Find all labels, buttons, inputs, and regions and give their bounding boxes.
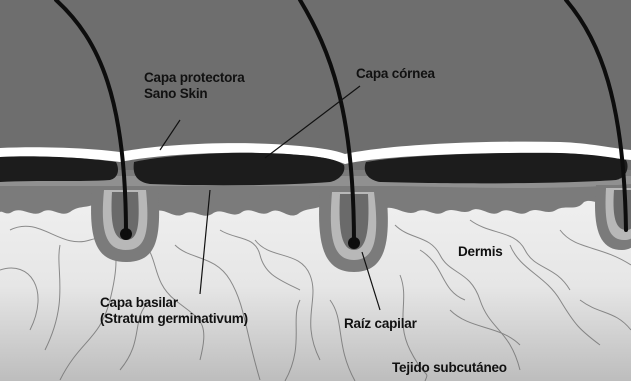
label-basal-layer: Capa basilar (Stratum germinativum)	[100, 295, 248, 327]
label-basal-layer-line1: Capa basilar	[100, 295, 248, 311]
label-protective-layer-line2: Sano Skin	[144, 86, 245, 102]
label-hair-root: Raíz capilar	[344, 316, 417, 332]
label-protective-layer: Capa protectora Sano Skin	[144, 70, 245, 102]
label-horny-layer-text: Capa córnea	[356, 66, 435, 82]
horny-layer	[0, 156, 118, 182]
label-basal-layer-line2: (Stratum germinativum)	[100, 311, 248, 327]
label-subcutaneous: Tejido subcutáneo	[392, 360, 507, 376]
label-dermis-text: Dermis	[458, 244, 503, 260]
label-hair-root-text: Raíz capilar	[344, 316, 417, 332]
label-subcutaneous-text: Tejido subcutáneo	[392, 360, 507, 376]
horny-layer-middle	[134, 153, 345, 186]
label-protective-layer-line1: Capa protectora	[144, 70, 245, 86]
label-dermis: Dermis	[458, 244, 503, 260]
label-horny-layer: Capa córnea	[356, 66, 435, 82]
